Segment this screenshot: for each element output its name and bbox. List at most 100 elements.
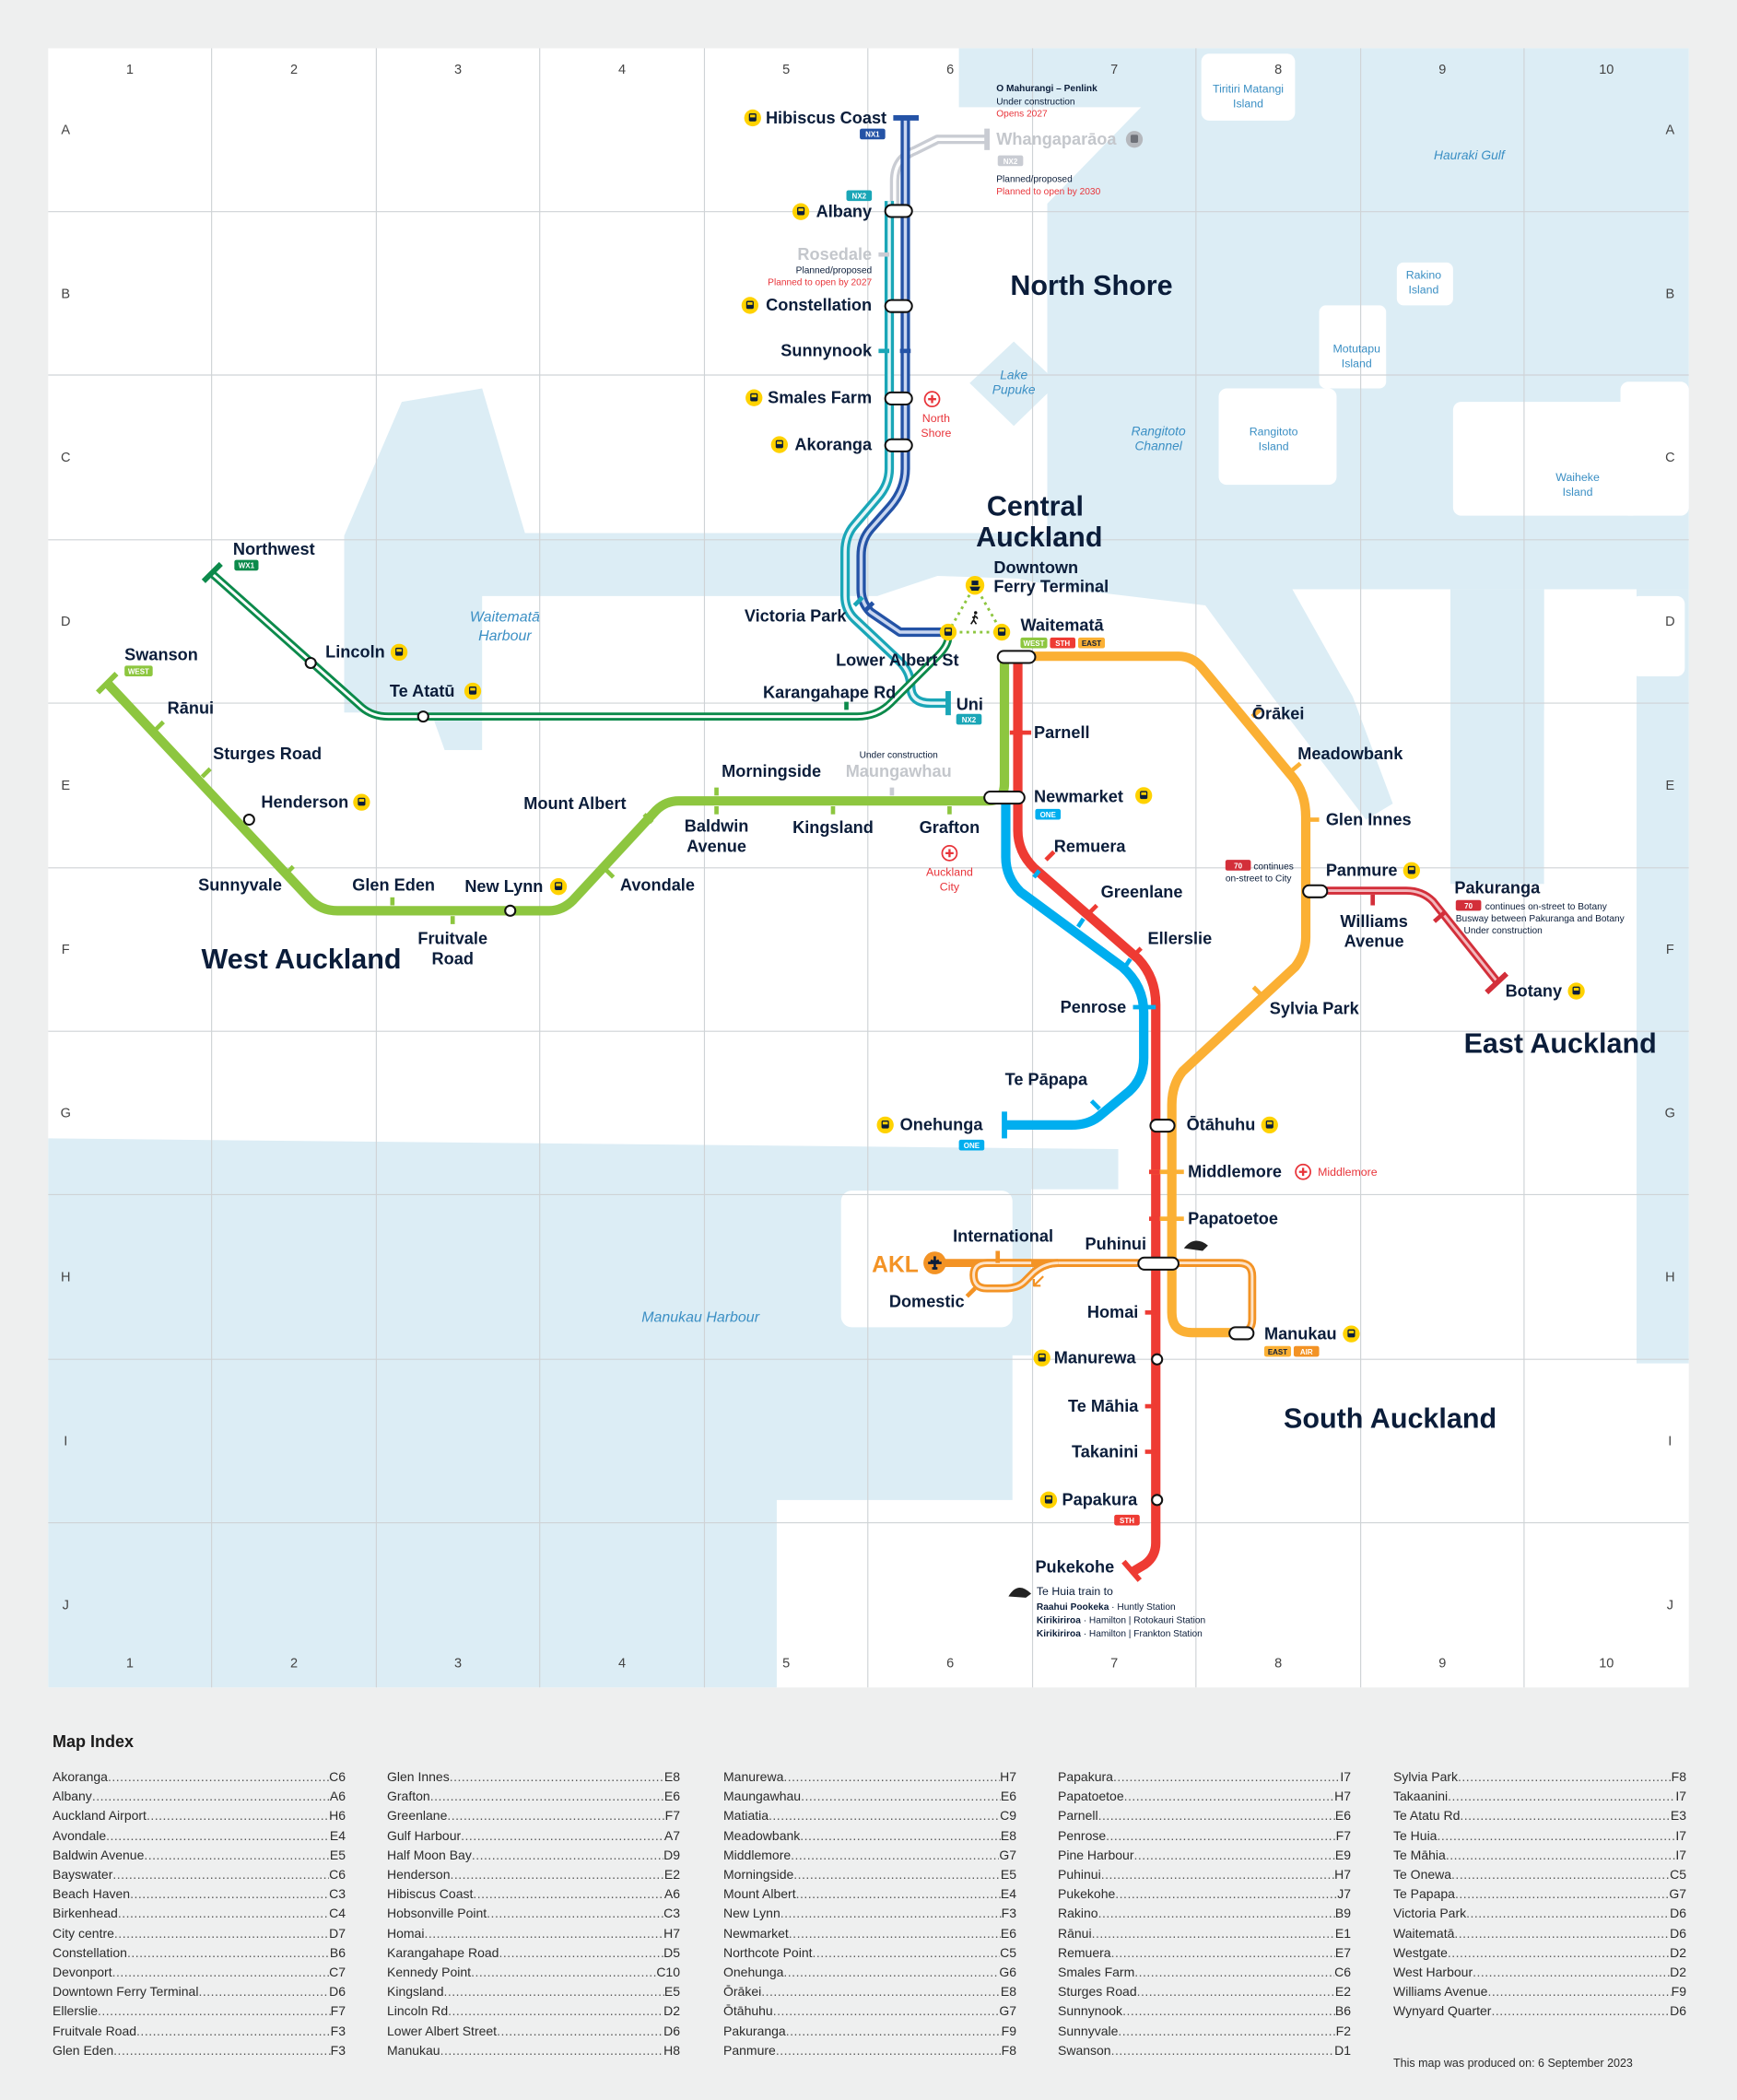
index-dot-leader [112, 1963, 330, 1982]
index-place-name: Penrose [1058, 1827, 1107, 1843]
index-dot-leader [773, 2001, 1000, 2021]
index-place-name: Rānui [1058, 1925, 1092, 1941]
station-homai: Homai [1087, 1303, 1139, 1321]
station-otahuhu: Ōtāhuhu [1187, 1116, 1256, 1134]
index-dot-leader [791, 1846, 999, 1865]
index-place-name: Ōtāhuhu [723, 2003, 773, 2019]
bus-icon [464, 682, 482, 700]
index-dot-leader [147, 1806, 329, 1825]
index-grid-ref: C9 [1000, 1808, 1016, 1824]
map-index-entry: Karangahape RoadD5 [387, 1943, 680, 1963]
index-dot-leader [473, 1884, 664, 1904]
station-papatoetoe: Papatoetoe [1188, 1209, 1278, 1227]
index-dot-leader [430, 1787, 664, 1806]
index-dot-leader [497, 2022, 663, 2041]
grid-column-label: 6 [946, 1656, 954, 1671]
index-place-name: Akoranga [53, 1769, 108, 1784]
station-ellerslie: Ellerslie [1148, 930, 1213, 948]
index-grid-ref: C5 [1000, 1944, 1016, 1960]
index-place-name: Beach Haven [53, 1886, 131, 1902]
label-waiheke: Waiheke [1555, 471, 1600, 484]
index-dot-leader [813, 1943, 1001, 1963]
station-manurewa: Manurewa [1054, 1349, 1137, 1367]
airport-direction-arrow [1032, 1275, 1044, 1287]
badge-one-onehunga: ONE [958, 1139, 985, 1151]
map-index-entry: Williams AvenueF9 [1393, 1982, 1686, 2001]
index-grid-ref: C6 [329, 1769, 346, 1784]
grid-row-label: C [61, 451, 70, 465]
station-labels: Hibiscus Coast Whangaparāoa Albany Rosed… [124, 109, 1562, 1577]
index-place-name: West Harbour [1393, 1965, 1473, 1980]
index-place-name: New Lynn [723, 1906, 780, 1921]
lake-pupuke-water [969, 341, 1059, 427]
note-station: · Huntly Station [1109, 1602, 1175, 1613]
badge-east-manukau: EAST [1263, 1345, 1292, 1357]
index-dot-leader [1115, 1884, 1337, 1904]
note-whanga-open: Planned to open by 2030 [996, 187, 1100, 197]
airport-akl-label: AKL [872, 1253, 919, 1278]
index-dot-leader [424, 1924, 663, 1943]
grid-row-label: J [63, 1598, 69, 1613]
bus-icon [1125, 131, 1144, 148]
index-grid-ref: D5 [663, 1944, 680, 1960]
bus-icon [1567, 982, 1585, 1000]
note-place: Raahui Pookeka [1037, 1602, 1109, 1613]
map-index-entry: DevonportC7 [53, 1963, 346, 1982]
index-dot-leader [499, 1943, 663, 1963]
index-place-name: Wynyard Quarter [1393, 2003, 1492, 2019]
grid-column-label: 6 [946, 63, 954, 77]
motutapu-island [1319, 305, 1387, 389]
label-waiheke-island: Island [1563, 486, 1593, 499]
hospital-north-shore-2: Shore [921, 427, 951, 440]
map-index-entry: BirkenheadC4 [53, 1904, 346, 1923]
tamaki-estuary-water [1449, 589, 1544, 885]
station-williams-avenue: Avenue [1344, 933, 1404, 951]
station-manukau: Manukau [1264, 1324, 1337, 1343]
note-maungawhau: Under construction [860, 751, 938, 761]
east-land-2 [1631, 595, 1685, 677]
note-whanga-status: Planned/proposed [996, 175, 1072, 185]
map-index-entry: Glen InnesE8 [387, 1767, 680, 1787]
hospital-middlemore: Middlemore [1318, 1166, 1378, 1179]
index-grid-ref: A7 [663, 1827, 680, 1843]
station-grafton: Grafton [920, 818, 980, 837]
index-grid-ref: D6 [1670, 1906, 1686, 1921]
badge-label: ONE [964, 1142, 980, 1150]
map-index-entry: Sylvia ParkF8 [1393, 1767, 1686, 1787]
map-index-entry: West HarbourD2 [1393, 1963, 1686, 1982]
index-dot-leader [1454, 1924, 1670, 1943]
index-place-name: Remuera [1058, 1944, 1111, 1960]
index-dot-leader [1111, 2041, 1335, 2060]
note-70-continues: continues [1253, 862, 1293, 872]
note-rosedale-open: Planned to open by 2027 [768, 278, 872, 288]
index-dot-leader [780, 1904, 1002, 1923]
index-dot-leader [118, 1904, 329, 1923]
index-dot-leader [1134, 1963, 1334, 1982]
grid-column-label: 1 [126, 1656, 134, 1671]
index-grid-ref: E9 [1334, 1847, 1351, 1862]
index-grid-ref: E6 [1000, 1789, 1016, 1804]
badge-one-newmarket: ONE [1035, 808, 1062, 820]
station-baldwin-avenue: Avenue [687, 837, 746, 855]
index-grid-ref: F7 [664, 1808, 680, 1824]
badge-70-panmure: 70 [1225, 860, 1251, 871]
station-sturges-road: Sturges Road [213, 745, 322, 763]
station-domestic: Domestic [889, 1293, 965, 1311]
badge-nx1: NX1 [860, 128, 886, 140]
index-grid-ref: G7 [1669, 1886, 1686, 1902]
route-badges: NX1 NX2 NX2 WX1 WEST NX2 WEST STH EAST O… [124, 128, 1482, 1526]
index-grid-ref: H8 [663, 2042, 680, 2058]
route-lines [96, 115, 1509, 1582]
map-index-entry: Smales FarmC6 [1058, 1963, 1351, 1982]
line-northwest-end [201, 561, 223, 583]
region-east-auckland: East Auckland [1464, 1027, 1657, 1059]
badge-nx2: NX2 [846, 190, 873, 202]
waiheke-island [1452, 402, 1641, 516]
index-place-name: Sunnyvale [1058, 2023, 1119, 2038]
index-place-name: Homai [387, 1925, 425, 1941]
map-index-entry: Wynyard QuarterD6 [1393, 2001, 1686, 2021]
map-index-entry: AvondaleE4 [53, 1826, 346, 1846]
badge-label: NX2 [962, 716, 977, 724]
grid-column-label: 10 [1599, 63, 1614, 77]
index-place-name: Panmure [723, 2042, 776, 2058]
